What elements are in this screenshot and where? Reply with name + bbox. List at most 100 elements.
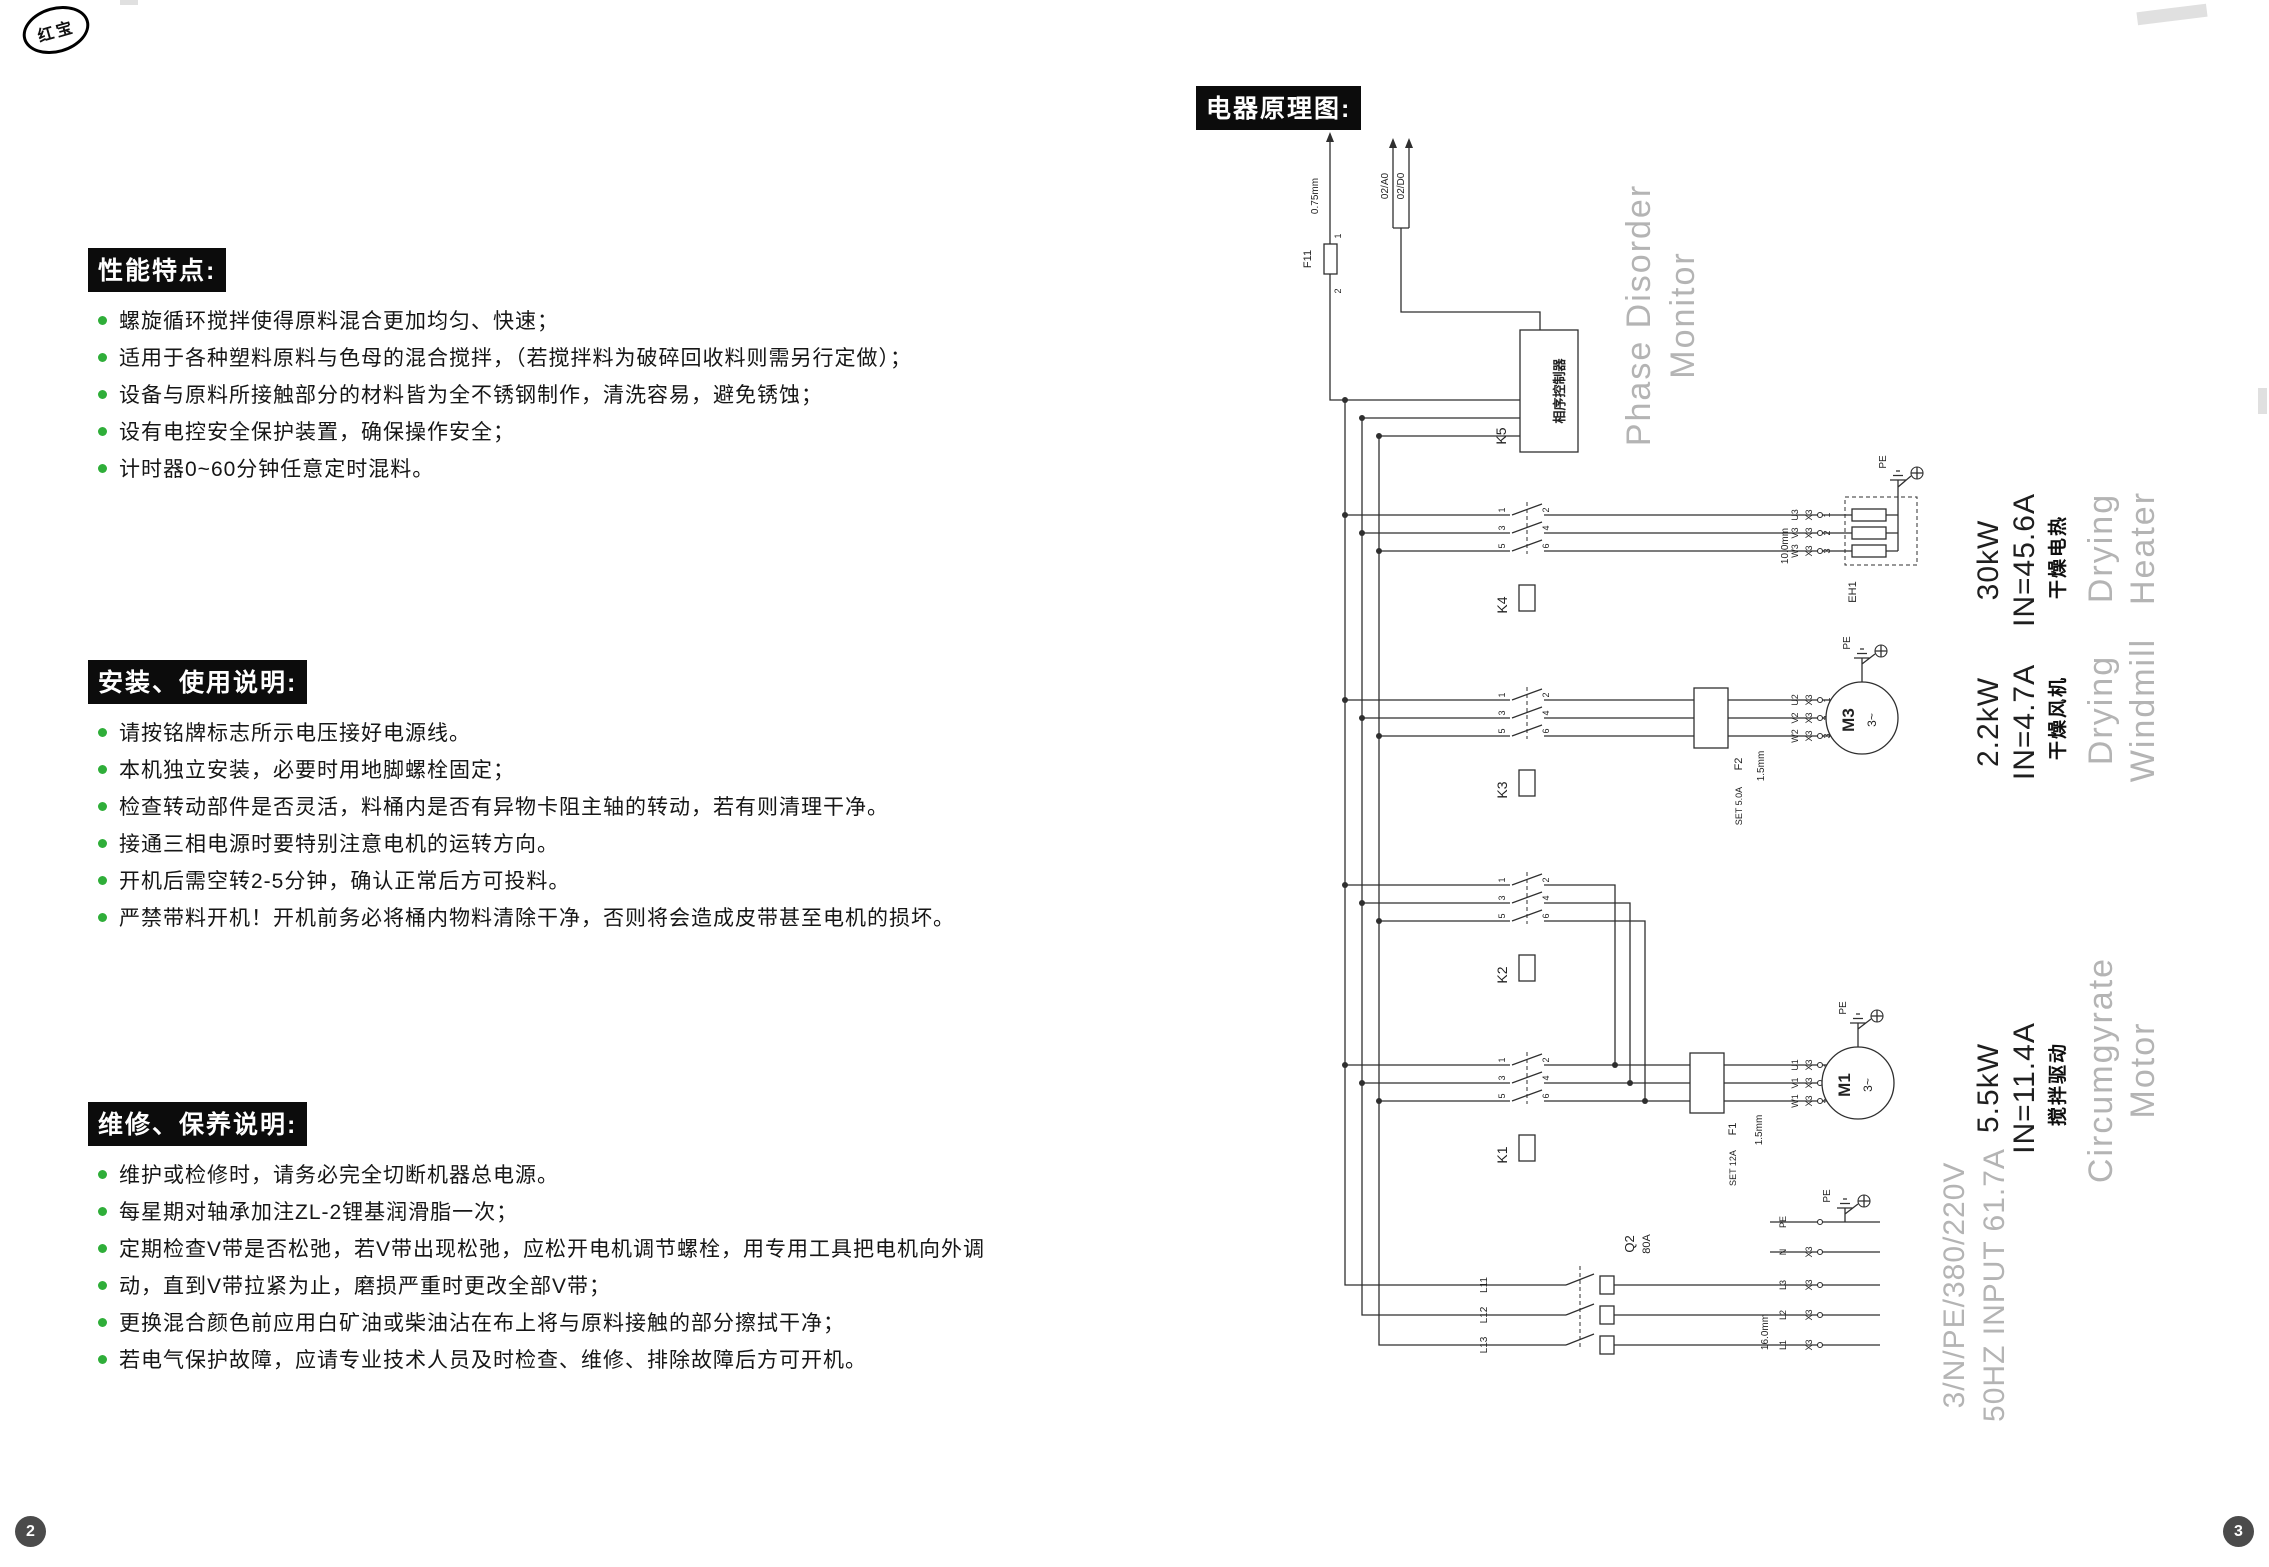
heater-element	[1851, 544, 1887, 558]
bullet-icon	[98, 390, 107, 399]
junction-dot	[1376, 433, 1382, 439]
phase-terminal-label: W1	[1790, 1094, 1800, 1108]
terminal-strip-label: X3	[1804, 712, 1814, 723]
device-name-cn: 搅拌驱动	[2046, 1042, 2069, 1126]
terminal-strip-label: X3	[1804, 545, 1814, 556]
device-name-en-1: Drying	[2082, 655, 2120, 765]
heater-star-wires	[1886, 480, 1899, 552]
schematic-title: 电器原理图:	[1196, 86, 1362, 130]
device-name-en-2: Windmill	[2124, 638, 2162, 782]
page-number-right: 3	[2223, 1516, 2254, 1547]
contact-number: 1	[1497, 1057, 1507, 1062]
wire-size-label: 1.5mm	[1754, 1115, 1765, 1146]
overload-relay-f2	[1693, 687, 1729, 749]
terminal-dot	[1816, 1311, 1824, 1319]
section-install: 安装、使用说明: 请按铭牌标志所示电压接好电源线。 本机独立安装，必要时用地脚螺…	[88, 660, 955, 942]
terminal-dot	[1816, 1097, 1824, 1105]
k4-label: K4	[1494, 596, 1510, 613]
contact-number: 6	[1541, 728, 1551, 733]
k2-branch: K2 1 2 3 4 5 6	[1342, 872, 1646, 1101]
bullet-icon	[98, 1207, 107, 1216]
breaker-rating: 80A	[1641, 1234, 1653, 1254]
section-maintenance: 维修、保养说明: 维护或检修时，请务必完全切断机器总电源。 每星期对轴承加注ZL…	[88, 1102, 985, 1384]
bullet-icon	[98, 913, 107, 922]
bullet-icon	[98, 353, 107, 362]
device-name-en-2: Heater	[2124, 491, 2162, 605]
page-number-text: 2	[26, 1522, 35, 1540]
ground-icon	[1837, 1198, 1859, 1222]
phase-terminal-label: U3	[1790, 509, 1800, 521]
section-features: 性能特点: 螺旋循环搅拌使得原料混合更加均匀、快速； 适用于各种塑料原料与色母的…	[88, 248, 912, 493]
contact-number: 3	[1497, 1075, 1507, 1080]
earth-cross-icon	[1875, 645, 1887, 657]
terminal-dot	[1816, 1061, 1824, 1069]
k1-coil	[1518, 1134, 1536, 1162]
mains-input: L11 L12 L13 Q2 80A PE 16.0mm PE N L3 L2 …	[1479, 1148, 2011, 1422]
relay-label: F1	[1727, 1123, 1739, 1136]
wires-mid	[1544, 1064, 1690, 1102]
phase-terminal-label: V1	[1790, 1077, 1800, 1088]
k2-label: K2	[1494, 966, 1510, 983]
bullet-icon	[98, 1244, 107, 1253]
arrow-up-icon	[1405, 138, 1413, 148]
contact-number: 6	[1541, 543, 1551, 548]
terminal-strip-label: X3	[1804, 1339, 1814, 1350]
wires-mid	[1544, 699, 1694, 737]
bullet-icon	[98, 839, 107, 848]
earth-cross-icon	[1871, 1010, 1883, 1022]
terminal-dot	[1816, 1218, 1824, 1226]
phase-terminal-label: W2	[1790, 729, 1800, 743]
terminal-strip-label: X3	[1804, 1095, 1814, 1106]
contact-number: 5	[1497, 913, 1507, 918]
wires-in	[1345, 1064, 1510, 1102]
supply-spec-2: 50HZ INPUT 61.7A	[1978, 1148, 2011, 1422]
breaker-pole	[1599, 1335, 1615, 1355]
section-title: 性能特点:	[88, 248, 227, 292]
wires-out	[1544, 884, 1646, 1101]
pe-label: PE	[1842, 636, 1853, 650]
phase-terminal-label: U1	[1790, 1059, 1800, 1071]
device-name-en-2: Motor	[2124, 1022, 2162, 1119]
motor-phase-label: 3~	[1865, 713, 1879, 727]
motor-label: M1	[1835, 1073, 1854, 1097]
earth-cross-icon	[1911, 467, 1923, 479]
contact-number: 2	[1541, 877, 1551, 882]
terminal-dot	[1816, 547, 1824, 555]
list-item: 开机后需空转2-5分钟，确认正常后方可投料。	[98, 868, 955, 905]
terminal-number: 1	[1822, 512, 1832, 517]
contact-number: 1	[1497, 877, 1507, 882]
wire-label: PE	[1778, 1216, 1788, 1228]
current-label: IN=45.6A	[2008, 493, 2041, 627]
contact-number: 3	[1497, 895, 1507, 900]
earth-cross-icon	[1858, 1195, 1870, 1207]
device-name-cn: 干燥风机	[2047, 676, 2069, 760]
windmill-branch: K3 1 2 3 4 5 6 F2 SET 5.0A 1.5mm U2 V2 W…	[1342, 636, 2162, 825]
list-item: 定期检查V带是否松弛，若V带出现松弛，应松开电机调节螺栓，用专用工具把电机向外调	[98, 1236, 985, 1273]
section-title: 安装、使用说明:	[88, 660, 308, 704]
feature-list: 螺旋循环搅拌使得原料混合更加均匀、快速； 适用于各种塑料原料与色母的混合搅拌，（…	[88, 308, 912, 493]
terminal-strip-label: X3	[1804, 1246, 1814, 1257]
k5-name-en-2: Monitor	[1664, 251, 1702, 378]
arrow-up-icon	[1389, 138, 1397, 148]
heater-branch: K4 1 2 3 4 5 6 10.0mm U3 V3 W3 X3 X3 X3 …	[1342, 455, 2162, 627]
contact-number: 5	[1497, 728, 1507, 733]
junction-dot	[1342, 397, 1348, 403]
device-name-en-1: Circumgyrate	[2082, 957, 2120, 1183]
contact-number: 3	[1497, 710, 1507, 715]
fuse-label: F11	[1302, 250, 1314, 268]
terminal-strip-label: X3	[1804, 527, 1814, 538]
list-item: 若电气保护故障，应请专业技术人员及时检查、维修、排除故障后方可开机。	[98, 1347, 985, 1384]
terminal-number: 3	[1822, 733, 1832, 738]
device-name-cn: 干燥电热	[2046, 515, 2069, 599]
device-label: EH1	[1847, 581, 1859, 602]
wire-label: L3	[1778, 1280, 1788, 1290]
bullet-icon	[98, 765, 107, 774]
page-number-left: 2	[15, 1516, 46, 1547]
list-item: 维护或检修时，请务必完全切断机器总电源。	[98, 1162, 985, 1199]
contact-number: 1	[1497, 507, 1507, 512]
terminal-number: 2	[1333, 288, 1343, 293]
terminal-number: 1	[1333, 233, 1343, 238]
terminal-dot	[1816, 511, 1824, 519]
